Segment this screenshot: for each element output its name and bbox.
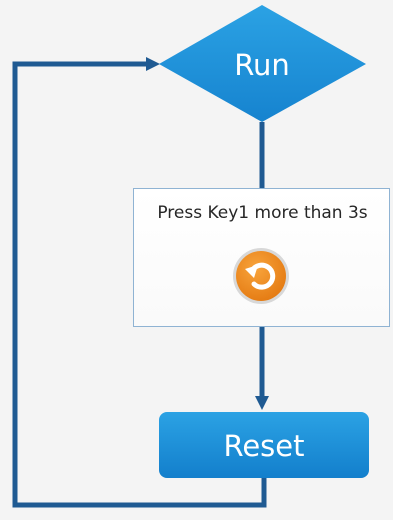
reset-node-label: Reset [223, 429, 305, 463]
run-node-shape [159, 5, 366, 122]
note-to-reset-arrowhead [255, 396, 269, 410]
reset-node-shape [159, 412, 369, 478]
instruction-note: Press Key1 more than 3s [133, 188, 390, 327]
instruction-note-label: Press Key1 more than 3s [157, 203, 368, 223]
loop-arrowhead [146, 57, 160, 71]
refresh-icon [233, 248, 289, 304]
loop-connector [12, 61, 267, 508]
run-node-label: Run [234, 48, 290, 82]
